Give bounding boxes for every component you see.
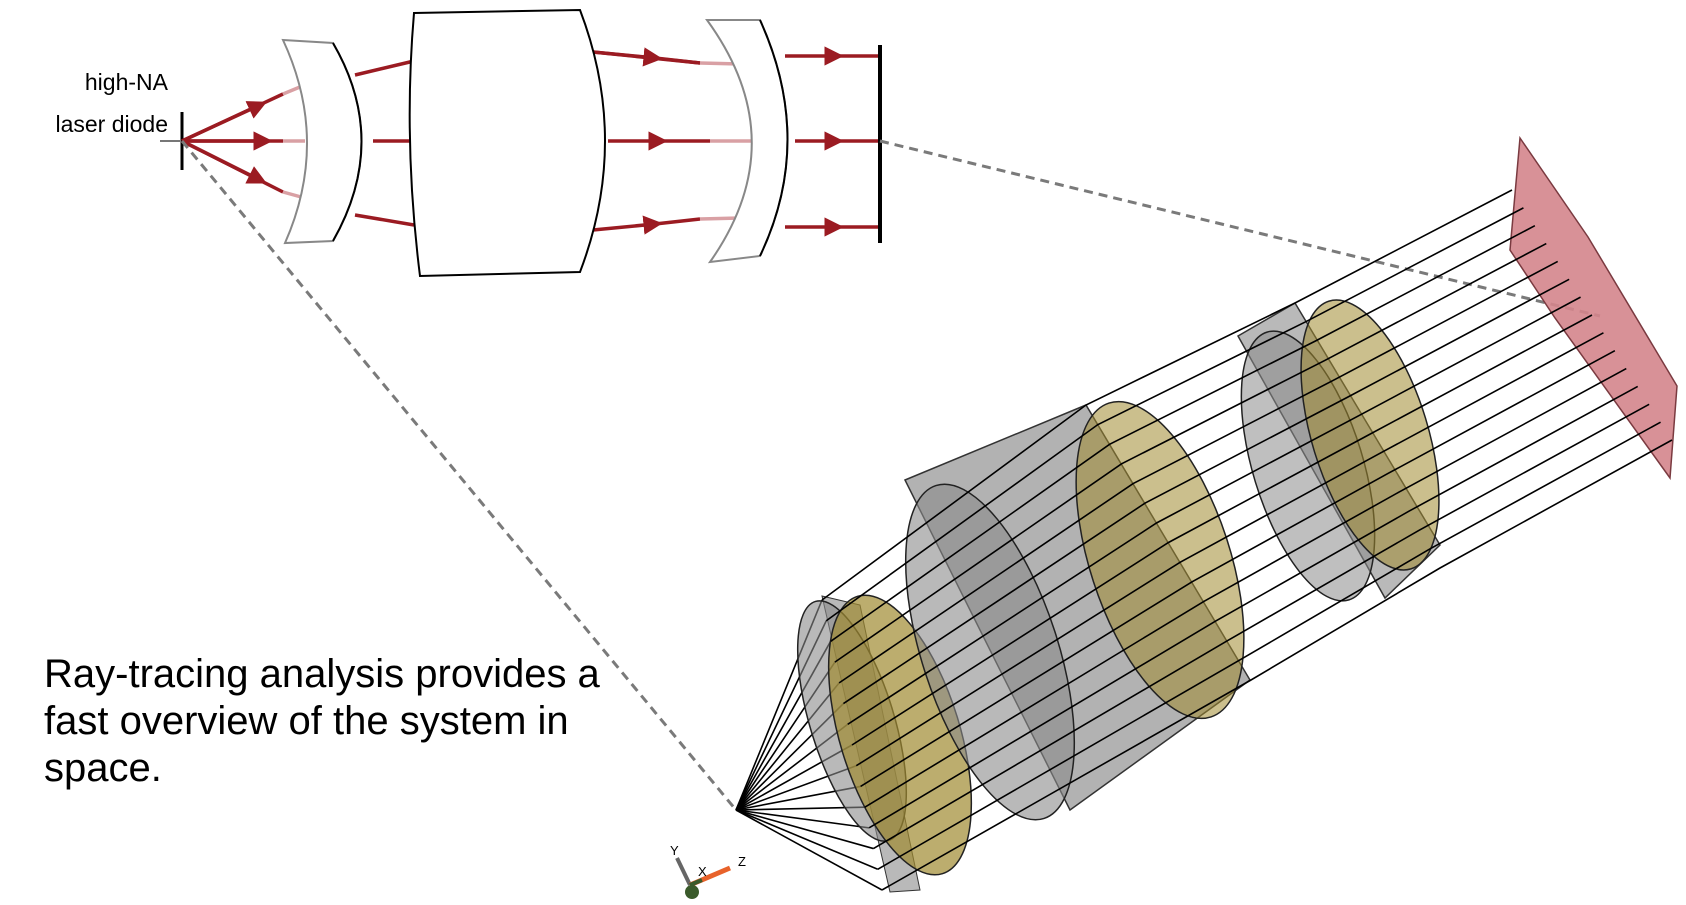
ray-trace-3d xyxy=(735,135,1678,893)
ray-3d-path xyxy=(877,421,1661,870)
lens-2-3d xyxy=(903,400,1251,821)
axis-x-icon xyxy=(689,878,703,887)
leader-detector xyxy=(879,139,1601,318)
ray-3d-path xyxy=(851,314,1593,746)
ray-3d-path xyxy=(855,332,1604,767)
rays-3d-exit xyxy=(821,189,1673,891)
diode-label-line1: high-NA xyxy=(85,69,169,95)
ray-3d-path xyxy=(842,278,1570,705)
rays-lens3-to-detector xyxy=(785,46,880,237)
rays-lens2-to-lens3 xyxy=(592,47,710,235)
ray-3d-path xyxy=(847,296,1581,725)
ray-3d-in xyxy=(735,806,865,811)
ray-3d-path xyxy=(864,367,1627,808)
ray-3d-in xyxy=(735,809,874,850)
cross-section-2d: high-NA laser diode xyxy=(55,8,882,278)
ray-3d-in xyxy=(735,809,870,829)
rays-2d xyxy=(181,92,284,194)
ray-3d-in xyxy=(735,809,879,871)
leader-lines xyxy=(180,139,1601,811)
ray-3d-path xyxy=(830,225,1536,643)
axis-triad: Y X Z xyxy=(670,843,746,899)
ray-3d-path xyxy=(868,385,1639,829)
axis-x-label: X xyxy=(698,864,707,879)
ray-3d-path xyxy=(834,242,1547,663)
axis-y-label: Y xyxy=(670,843,679,858)
axis-origin-icon xyxy=(685,885,699,899)
diode-label-line2: laser diode xyxy=(55,111,168,137)
rays-3d xyxy=(735,599,883,891)
ray-3d-path xyxy=(881,439,1673,891)
ray-3d-path xyxy=(821,189,1513,601)
axis-z-label: Z xyxy=(738,854,746,869)
ray-3d-path xyxy=(873,403,1650,850)
axis-y-icon xyxy=(675,857,692,886)
ray-3d-path xyxy=(825,207,1524,622)
rays-lens1-to-lens2 xyxy=(354,59,415,227)
ray-3d-path xyxy=(860,350,1616,788)
lens-2-cross-section xyxy=(408,8,606,278)
detector-plane-3d xyxy=(1509,135,1678,481)
ray-3d-in xyxy=(735,809,883,891)
caption-text: Ray-tracing analysis provides a fast ove… xyxy=(44,652,600,790)
ray-3d-path xyxy=(838,260,1559,684)
leader-source xyxy=(180,140,738,811)
